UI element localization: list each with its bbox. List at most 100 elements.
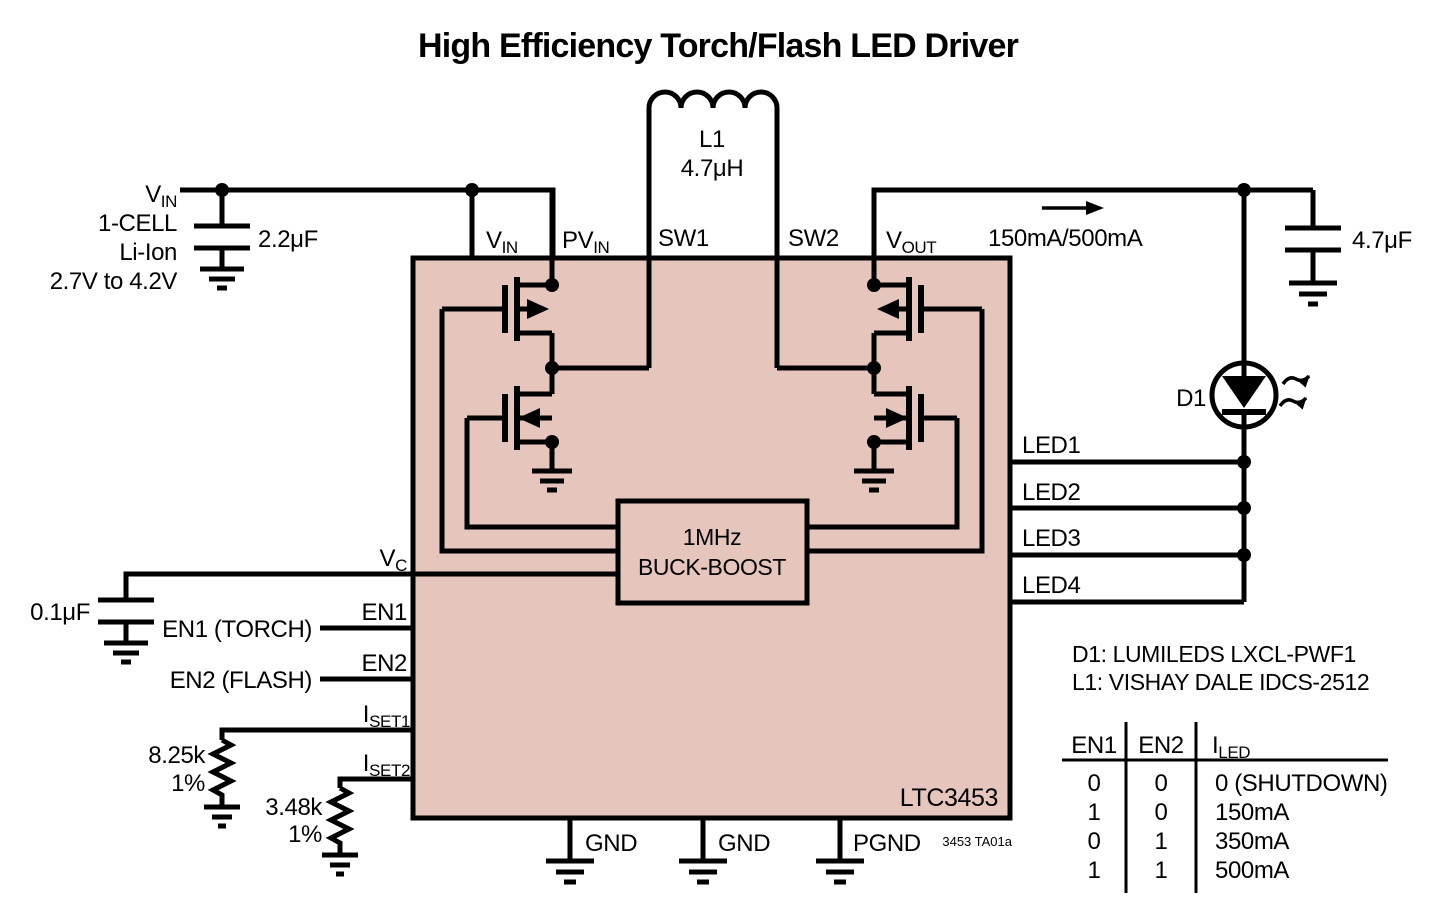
r1-value: 8.25k: [148, 742, 206, 769]
inductor-ref: L1: [699, 126, 725, 153]
junction-dot: [1237, 455, 1251, 469]
gnd-stubs: [567, 818, 843, 861]
iset2-wire: [337, 776, 413, 788]
mosfet-arrow: [877, 299, 899, 319]
source-line2: Li-Ion: [119, 239, 177, 266]
source-line3: 2.7V to 4.2V: [50, 268, 178, 295]
page-title: High Efficiency Torch/Flash LED Driver: [418, 27, 1019, 65]
cell-en2: 0: [1155, 799, 1168, 826]
block-line1: 1MHz: [683, 524, 741, 550]
ground-symbol: [104, 640, 148, 665]
input-source-section: VIN 1-CELL Li-Ion 2.7V to 4.2V 2.2μF: [50, 181, 556, 295]
table-row: 0 1 350mA: [1088, 828, 1290, 855]
current-arrow-head: [1086, 201, 1104, 215]
inductor-l1: L1 4.7μH: [646, 89, 780, 368]
mosfet-arrow: [886, 408, 908, 428]
ground-symbol: [322, 852, 358, 877]
iset1-wire: [219, 727, 413, 740]
ground-symbol: [200, 266, 244, 291]
junction-dot: [1237, 501, 1251, 515]
en2-function-label: EN2 (FLASH): [170, 667, 312, 694]
en1-function-label: EN1 (TORCH): [162, 616, 312, 643]
cap-plates: [98, 597, 154, 625]
cell-iled: 0 (SHUTDOWN): [1215, 770, 1388, 797]
gate-rail-1: [439, 309, 618, 554]
cell-iled: 150mA: [1215, 799, 1289, 826]
power-stage-right: [807, 190, 985, 554]
ground-symbol: [854, 468, 894, 493]
cell-en1: 1: [1088, 799, 1101, 826]
pin-vout: VOUT: [886, 227, 936, 257]
ground-symbol: [816, 858, 864, 885]
cap-plates: [194, 223, 250, 251]
light-arrow: [1281, 374, 1311, 388]
pin-led2: LED2: [1022, 479, 1080, 506]
cell-en2: 1: [1155, 857, 1168, 884]
table-column-lines: [1124, 722, 1198, 893]
pin-led3: LED3: [1022, 525, 1080, 552]
mosfet-top-right: [874, 277, 982, 341]
table-header-iled: ILED: [1212, 732, 1250, 762]
cell-en1: 1: [1088, 857, 1101, 884]
mosfet-top-left: [442, 277, 552, 341]
table-header-en2: EN2: [1138, 732, 1184, 759]
r2-value: 3.48k: [265, 794, 323, 821]
note-d1: D1: LUMILEDS LXCL-PWF1: [1072, 641, 1356, 667]
mosfet-bottom-left: [467, 386, 552, 450]
iset-section: ISET1 8.25k 1% ISET2 3.48k 1%: [148, 701, 413, 877]
enable-pins: EN1 EN1 (TORCH) EN2 EN2 (FLASH): [162, 599, 413, 694]
input-capacitor: [194, 190, 250, 291]
pin-en1: EN1: [362, 599, 408, 626]
junction-dot: [1237, 548, 1251, 562]
mosfet-bottom-right: [874, 386, 957, 450]
pin-sw2: SW2: [788, 225, 839, 252]
pin-pvin: PVIN: [562, 227, 609, 257]
ground-symbol: [546, 858, 594, 885]
d1-triangle: [1222, 376, 1266, 408]
vc-section: VC 0.1μF: [30, 545, 618, 665]
table-row: 0 0 0 (SHUTDOWN): [1088, 770, 1388, 797]
inductor-path: [646, 89, 780, 368]
ground-symbol: [1289, 280, 1337, 307]
mosfet-arrow: [527, 299, 549, 319]
cell-en1: 0: [1088, 828, 1101, 855]
pin-gnd1: GND: [585, 830, 637, 857]
output-capacitor: [1285, 190, 1341, 307]
gate-rail-3: [807, 309, 985, 554]
d1-ref-label: D1: [1176, 385, 1206, 412]
truth-table: EN1 EN2 ILED 0 0 0 (SHUTDOWN) 1 0 150mA …: [1062, 722, 1388, 893]
output-cap-value: 4.7μF: [1352, 227, 1412, 254]
vc-capacitor: [98, 597, 154, 665]
junction-dot: [545, 361, 559, 375]
pin-iset2: ISET2: [363, 750, 410, 780]
table-row: 1 1 500mA: [1088, 857, 1290, 884]
cell-iled: 350mA: [1215, 828, 1289, 855]
buck-boost-block: 1MHz BUCK-BOOST: [615, 498, 810, 606]
r2-tolerance: 1%: [288, 821, 322, 848]
light-emission-icon: [1278, 374, 1311, 410]
cell-iled: 500mA: [1215, 857, 1289, 884]
ground-pins: GND GND PGND 3453 TA01a: [546, 818, 1013, 885]
vc-cap-value: 0.1μF: [30, 599, 90, 626]
cell-en2: 0: [1155, 770, 1168, 797]
top-pin-labels: VIN PVIN SW1 SW2 VOUT: [486, 225, 937, 257]
inductor-value: 4.7μH: [681, 155, 744, 182]
cell-en1: 0: [1088, 770, 1101, 797]
pin-iset1: ISET1: [363, 701, 410, 731]
ground-symbol: [532, 468, 572, 493]
r1-tolerance: 1%: [171, 770, 205, 797]
source-line1: 1-CELL: [98, 210, 177, 237]
pin-pgnd: PGND: [853, 830, 921, 857]
light-arrow: [1278, 396, 1308, 410]
pin-en2: EN2: [362, 650, 408, 677]
iset1-resistor: [207, 737, 237, 807]
block-outline: [615, 498, 810, 606]
table-row: 1 0 150mA: [1088, 799, 1290, 826]
gate-rail-2: [464, 418, 618, 530]
input-cap-value: 2.2μF: [258, 226, 318, 253]
gate-rail-4: [807, 418, 960, 530]
notes: D1: LUMILEDS LXCL-PWF1 L1: VISHAY DALE I…: [1072, 641, 1370, 695]
cell-en2: 1: [1155, 828, 1168, 855]
